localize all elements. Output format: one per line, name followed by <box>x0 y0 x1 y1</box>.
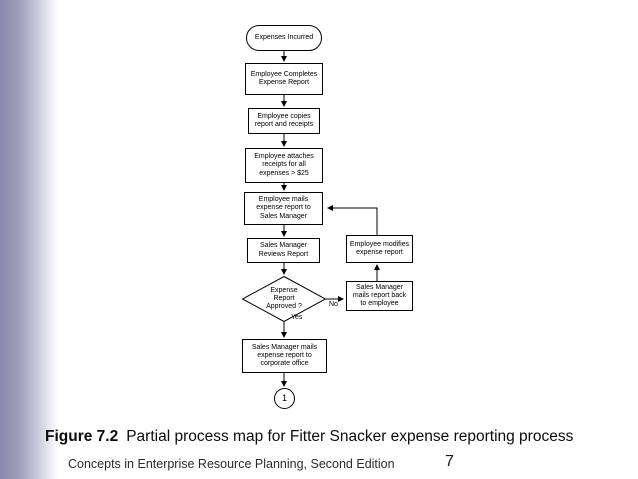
figure-caption: Figure 7.2 Partial process map for Fitter… <box>45 428 620 446</box>
flow-node-label: Employee mails expense report to Sales M… <box>256 196 311 220</box>
flow-node-label: Expense Report Approved ? <box>266 286 302 311</box>
flow-node-label: Sales Manager mails report back to emplo… <box>352 283 407 308</box>
flow-node-manager-mails-corporate: Sales Manager mails expense report to co… <box>242 339 327 373</box>
flow-node-employee-completes: Employee Completes Expense Report <box>245 63 323 95</box>
flow-node-expenses-incurred: Expenses Incurred <box>246 25 322 51</box>
edge-label-yes: Yes <box>291 314 303 321</box>
flow-node-manager-reviews: Sales Manager Reviews Report <box>247 238 320 263</box>
flow-node-label: Sales Manager Reviews Report <box>258 242 309 258</box>
left-accent-gradient-bar <box>0 0 60 479</box>
page-number: 7 <box>445 453 454 470</box>
flow-node-label: 1 <box>281 393 287 404</box>
figure-number: Figure 7.2 <box>45 428 119 445</box>
flow-node-employee-copies: Employee copies report and receipts <box>248 108 320 134</box>
flow-node-employee-mails: Employee mails expense report to Sales M… <box>244 192 323 225</box>
flow-node-offpage-connector: 1 <box>274 388 295 409</box>
flow-node-label: Employee Completes Expense Report <box>250 70 318 86</box>
decision-diamond-shape <box>242 276 326 322</box>
flow-node-employee-attaches: Employee attaches receipts for all expen… <box>245 148 323 183</box>
flow-node-employee-modifies: Employee modifies expense report <box>346 235 413 263</box>
flow-node-label: Employee attaches receipts for all expen… <box>254 153 314 177</box>
figure-caption-text: Partial process map for Fitter Snacker e… <box>126 428 574 445</box>
flow-node-label: Employee copies report and receipts <box>254 112 314 128</box>
flow-node-label: Expenses Incurred <box>254 33 314 41</box>
edge-label-no: No <box>329 301 338 308</box>
flow-node-label: Sales Manager mails expense report to co… <box>251 343 318 368</box>
flow-node-report-approved-decision: Expense Report Approved ? <box>242 276 326 322</box>
flow-node-label: Employee modifies expense report <box>349 240 410 256</box>
footer-book-title: Concepts in Enterprise Resource Planning… <box>68 457 395 471</box>
flow-node-manager-mails-back: Sales Manager mails report back to emplo… <box>346 281 413 311</box>
